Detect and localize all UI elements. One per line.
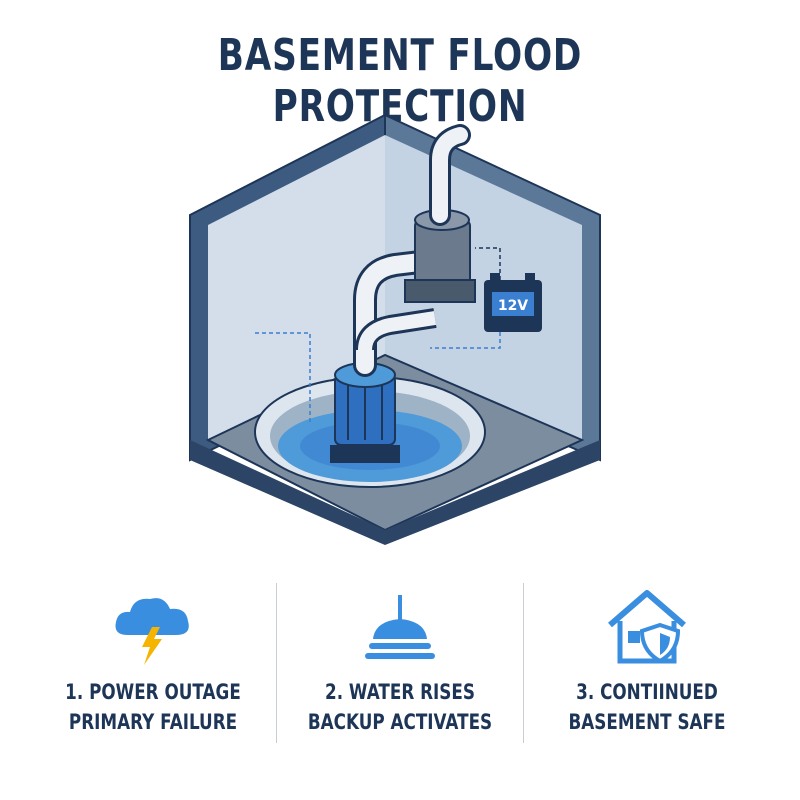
- step-2: 2. WATER RISES BACKUP ACTIVATES: [277, 575, 523, 745]
- step-3-label: 3. CONTIINUED BASEMENT SAFE: [568, 680, 726, 734]
- divider: [523, 583, 524, 743]
- step-1-label: 1. POWER OUTAGE PRIMARY FAILURE: [65, 680, 241, 734]
- wire: [475, 247, 501, 280]
- divider: [276, 583, 277, 743]
- step-1: 1. POWER OUTAGE PRIMARY FAILURE: [30, 575, 276, 745]
- house-shield-icon: [608, 590, 686, 664]
- sump-pump-illustration: 12V: [189, 113, 601, 545]
- battery-12v: 12V: [484, 273, 542, 332]
- step-2-label: 2. WATER RISES BACKUP ACTIVATES: [307, 680, 493, 734]
- wire: [430, 332, 501, 349]
- page-title: BASEMENT FLOOD PROTECTION: [217, 30, 583, 132]
- storm-cloud-icon: [115, 598, 189, 665]
- step-3: 3. CONTIINUED BASEMENT SAFE: [524, 575, 770, 745]
- float-switch-icon: [365, 595, 435, 659]
- battery-label: 12V: [498, 298, 528, 314]
- steps-row: 1. POWER OUTAGE PRIMARY FAILURE 2. WATER…: [30, 575, 770, 745]
